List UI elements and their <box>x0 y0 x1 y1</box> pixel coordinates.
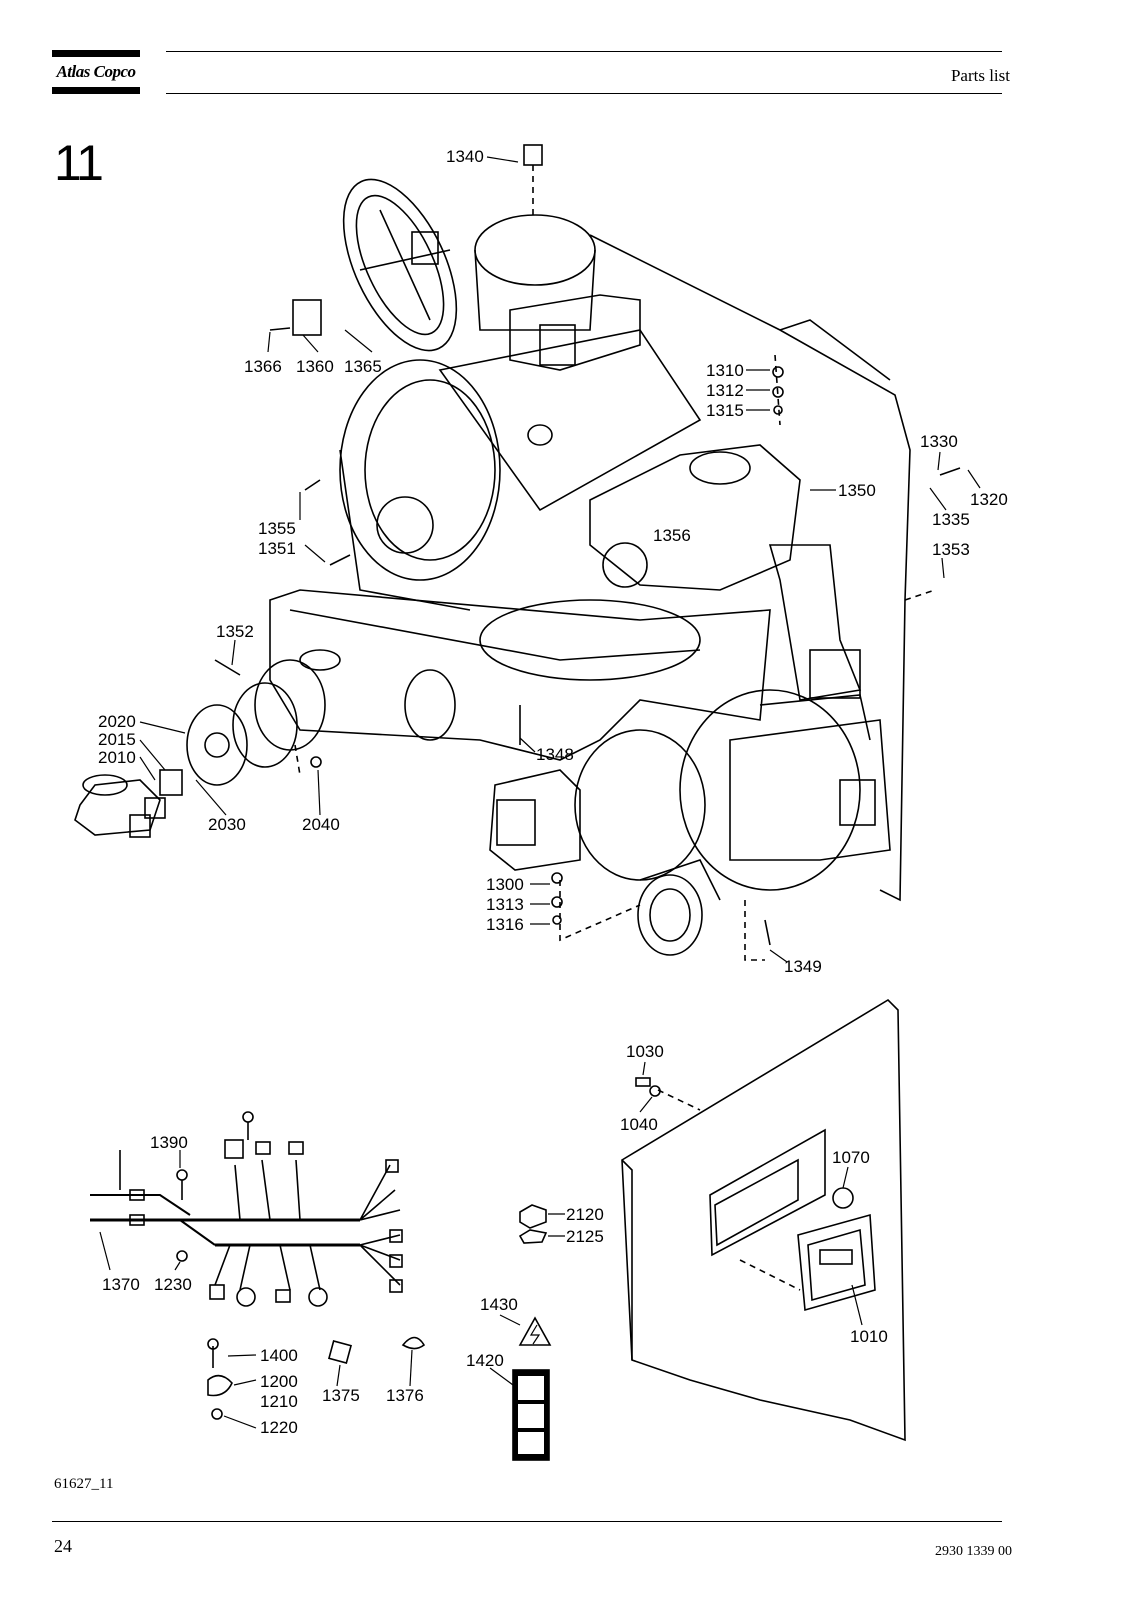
callout-2020: 2020 <box>98 712 136 731</box>
compressor-assembly <box>74 144 961 961</box>
logo-bottom-bar <box>52 87 140 94</box>
leader-lines <box>99 156 981 1429</box>
callout-2040: 2040 <box>302 815 340 834</box>
callout-1400: 1400 <box>260 1346 298 1365</box>
control-panel-assembly <box>621 998 906 1442</box>
callout-1313: 1313 <box>486 895 524 914</box>
callout-1310: 1310 <box>706 361 744 380</box>
section-title: Parts list <box>950 66 1010 85</box>
figure-number: 11 <box>54 135 104 191</box>
callout-1316: 1316 <box>486 915 524 934</box>
callout-1350: 1350 <box>838 481 876 500</box>
callout-2120: 2120 <box>566 1205 604 1224</box>
callout-1366: 1366 <box>244 357 282 376</box>
document-number: 2930 1339 00 <box>935 1544 1012 1559</box>
callout-1030: 1030 <box>626 1042 664 1061</box>
header-rule-top <box>166 51 1002 52</box>
callout-2010: 2010 <box>98 748 136 767</box>
page-number: 24 <box>54 1536 72 1556</box>
callout-1348: 1348 <box>536 745 574 764</box>
callout-1365: 1365 <box>344 357 382 376</box>
callout-1220: 1220 <box>260 1418 298 1437</box>
callout-1390: 1390 <box>150 1133 188 1152</box>
callout-labels: 1340 1366 1360 1365 1310 1312 1315 1330 … <box>98 147 1008 1437</box>
callout-1200: 1200 <box>260 1372 298 1391</box>
callout-1352: 1352 <box>216 622 254 641</box>
callout-1312: 1312 <box>706 381 744 400</box>
footer-rule <box>52 1521 1002 1522</box>
callout-1010: 1010 <box>850 1327 888 1346</box>
callout-1210: 1210 <box>260 1392 298 1411</box>
callout-1335: 1335 <box>932 510 970 529</box>
callout-1356: 1356 <box>653 526 691 545</box>
callout-1340: 1340 <box>446 147 484 166</box>
figure-reference: 61627_11 <box>54 1476 114 1492</box>
callout-2125: 2125 <box>566 1227 604 1246</box>
header-rule-bottom <box>166 93 1002 94</box>
callout-1430: 1430 <box>480 1295 518 1314</box>
callout-1353: 1353 <box>932 540 970 559</box>
callout-1355: 1355 <box>258 519 296 538</box>
callout-2030: 2030 <box>208 815 246 834</box>
atlas-copco-logo: Atlas Copco <box>52 50 140 94</box>
callout-1315: 1315 <box>706 401 744 420</box>
callout-1330: 1330 <box>920 432 958 451</box>
callout-1420: 1420 <box>466 1351 504 1370</box>
logo-top-bar <box>52 50 140 57</box>
logo-wordmark: Atlas Copco <box>56 62 136 81</box>
callout-1351: 1351 <box>258 539 296 558</box>
callout-2015: 2015 <box>98 730 136 749</box>
callout-1040: 1040 <box>620 1115 658 1134</box>
callout-1349: 1349 <box>784 957 822 976</box>
callout-1230: 1230 <box>154 1275 192 1294</box>
callout-1070: 1070 <box>832 1148 870 1167</box>
callout-1360: 1360 <box>296 357 334 376</box>
callout-1320: 1320 <box>970 490 1008 509</box>
wiring-harness <box>90 1111 552 1461</box>
callout-1300: 1300 <box>486 875 524 894</box>
callout-1375: 1375 <box>322 1386 360 1405</box>
callout-1370: 1370 <box>102 1275 140 1294</box>
callout-1376: 1376 <box>386 1386 424 1405</box>
